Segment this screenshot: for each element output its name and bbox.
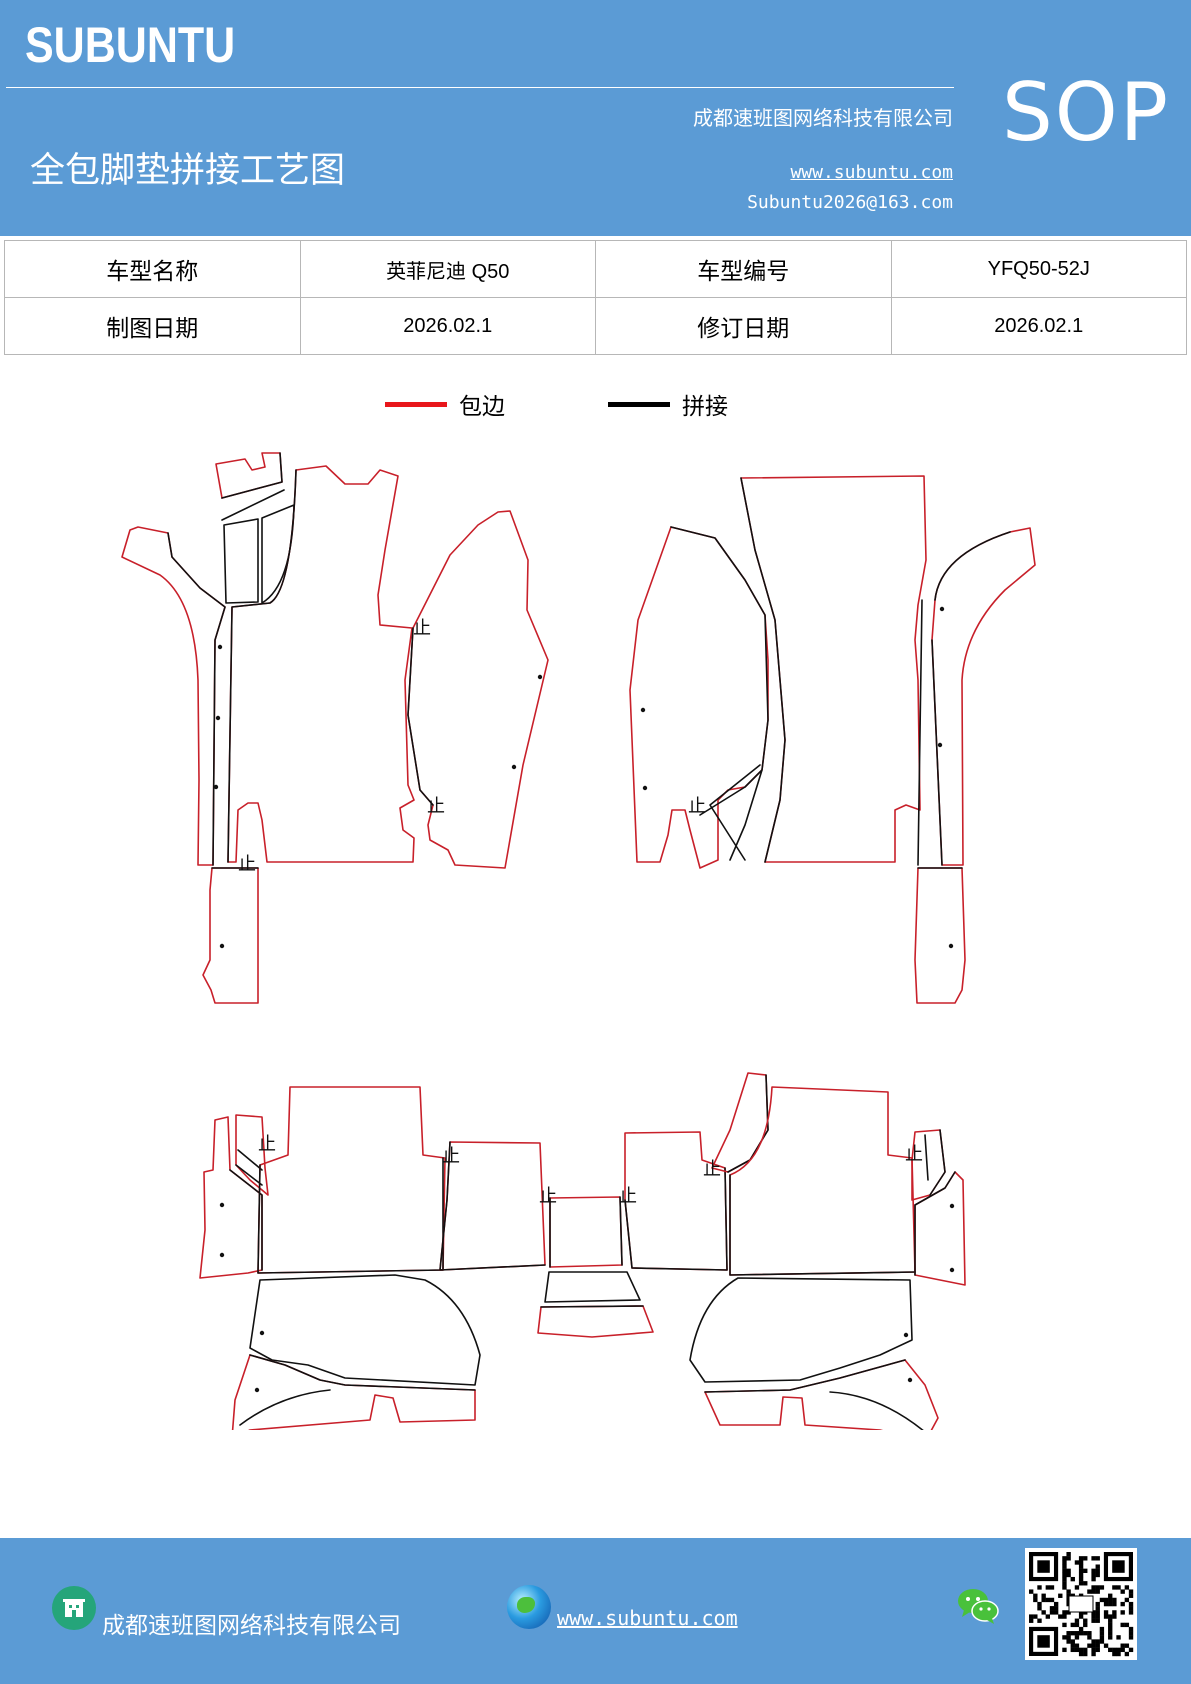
front-left-foot-strip: [202, 867, 259, 1004]
building-icon: [52, 1586, 96, 1630]
front-right-foot-strip: [914, 867, 966, 1004]
front-left-main-pad: [227, 465, 415, 863]
info-label-cell: 车型编号: [595, 240, 892, 298]
info-label-cell: 制图日期: [4, 297, 301, 355]
rear-right-side-piece: [914, 1171, 966, 1286]
page-title: 全包脚垫拼接工艺图: [30, 151, 346, 191]
svg-text:止: 止: [703, 1159, 721, 1180]
legend-edge: 包边: [385, 386, 505, 422]
svg-text:止: 止: [442, 1146, 460, 1167]
legend-seam-swatch: [608, 401, 670, 407]
rear-right-wheel-strip: [704, 1359, 939, 1430]
rear-left-wheel-strip: [231, 1354, 476, 1430]
svg-text:止: 止: [619, 1186, 637, 1207]
rear-left-main-pad: [257, 1086, 446, 1274]
info-value-cell: YFQ50-52J: [890, 240, 1187, 298]
rear-center-tunnel: [549, 1196, 623, 1268]
legend-seam: 拼接: [608, 386, 728, 422]
legend-seam-label: 拼接: [682, 394, 728, 420]
footer-banner: 成都速班图网络科技有限公司 www.subuntu.com: [0, 1538, 1191, 1684]
rear-left-under-pad: [249, 1274, 481, 1386]
info-value-cell: 英菲尼迪 Q50: [299, 240, 596, 298]
info-label-cell: 车型名称: [4, 240, 301, 298]
brand-logo: SUBUNTU: [25, 17, 236, 73]
pattern-rear-left: [199, 1086, 546, 1430]
rear-left-side-piece: [199, 1116, 263, 1279]
rear-right-under-pad: [689, 1277, 913, 1383]
svg-text:止: 止: [688, 796, 706, 817]
doc-type-badge: SOP: [1002, 66, 1170, 159]
svg-text:止: 止: [427, 796, 445, 817]
header-company-name: 成都速班图网络科技有限公司: [693, 106, 953, 130]
info-value-cell: 2026.02.1: [890, 297, 1187, 355]
svg-text:止: 止: [905, 1144, 923, 1165]
rear-center-strip-lower: [537, 1305, 654, 1338]
header-website-link[interactable]: www.subuntu.com: [790, 162, 953, 183]
pattern-rear-center: [537, 1196, 654, 1338]
front-left-side-panel: [121, 526, 226, 866]
rear-right-main-pad: [729, 1086, 916, 1276]
legend-edge-swatch: [385, 401, 447, 407]
footer-company-name: 成都速班图网络科技有限公司: [102, 1613, 401, 1639]
globe-icon: [507, 1585, 551, 1629]
svg-text:止: 止: [238, 854, 256, 875]
header-email[interactable]: Subuntu2026@163.com: [747, 192, 953, 213]
header-divider: [6, 87, 954, 88]
rear-right-flap: [711, 1072, 769, 1173]
header-banner: SUBUNTU 成都速班图网络科技有限公司 全包脚垫拼接工艺图 www.subu…: [0, 0, 1191, 236]
rear-center-strip-upper: [544, 1271, 641, 1303]
wechat-icon[interactable]: [956, 1586, 1000, 1626]
footer-website-link[interactable]: www.subuntu.com: [557, 1606, 738, 1630]
rear-right-tunnel-piece: [624, 1131, 728, 1271]
pattern-front-right: [629, 475, 1036, 1004]
legend-edge-label: 包边: [459, 394, 505, 420]
front-right-outer-arm: [931, 527, 1036, 866]
front-left-tunnel-panel: [407, 510, 549, 869]
svg-text:止: 止: [413, 618, 431, 639]
front-left-inner-strip-a: [223, 518, 259, 604]
rear-right-corner-piece: [911, 1129, 946, 1201]
rear-left-corner-piece: [235, 1114, 269, 1196]
info-label-cell: 修订日期: [595, 297, 892, 355]
pattern-rear-right: [624, 1072, 966, 1430]
info-value-cell: 2026.02.1: [299, 297, 596, 355]
qr-code-icon[interactable]: [1025, 1548, 1137, 1660]
svg-text:止: 止: [539, 1186, 557, 1207]
svg-text:止: 止: [258, 1134, 276, 1155]
pattern-front-left: [121, 452, 549, 1004]
stop-marks-bottom: 止止止 止止止: [258, 1134, 923, 1207]
